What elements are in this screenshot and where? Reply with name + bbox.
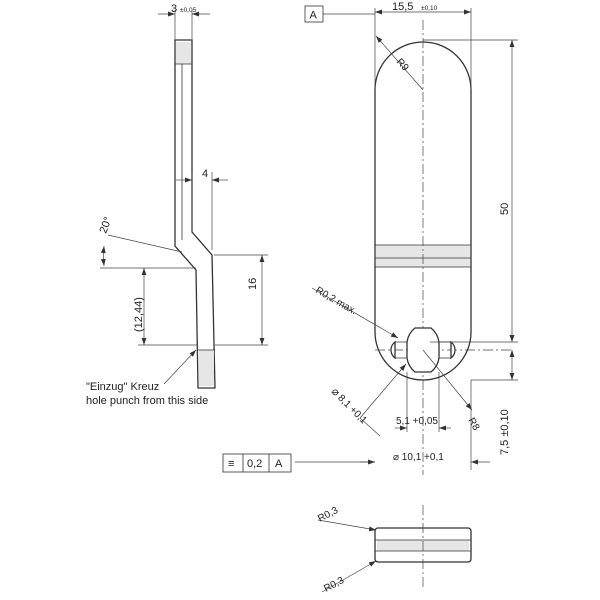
note-line-1: "Einzug" Kreuz xyxy=(86,381,159,393)
hole-diameter-label: 8,1 +0,1 xyxy=(335,393,369,427)
radius-bottom-label: R8 xyxy=(465,416,481,433)
tolerance-datum-label: A xyxy=(275,458,283,470)
slot-width-label: 5,1 +0,05 xyxy=(396,416,438,427)
length-label: 50 xyxy=(499,203,511,215)
radius-leader xyxy=(375,35,424,91)
tolerance-frame-box xyxy=(222,453,292,473)
radius-leader xyxy=(321,560,377,593)
outer-diameter-label: ⌀ 10,1 +0,1 xyxy=(393,452,444,463)
offset-label: 4 xyxy=(202,168,208,180)
width-label: 15,5 xyxy=(392,1,413,13)
position-label: 7,5 ±0,10 xyxy=(499,409,511,455)
note-leader xyxy=(163,349,197,385)
extension-line xyxy=(107,234,183,253)
cross-hole-slot-edges xyxy=(395,341,451,359)
side-view-outline xyxy=(174,39,216,389)
note-line-2: hole punch from this side xyxy=(86,395,208,407)
end-view: R0,3 R0,3 xyxy=(316,505,472,595)
height-label: 16 xyxy=(247,278,259,290)
corner-radius-leader xyxy=(311,287,399,339)
hole-diameter-leader xyxy=(359,417,381,437)
front-view-outline xyxy=(374,41,472,381)
side-view: 3 ±0,05 4 20° (12,44) 16 "Einzug" Kreuz … xyxy=(86,3,268,407)
thickness-label: 3 xyxy=(171,3,177,15)
hole-diameter-group: ⌀ 8,1 +0,1 xyxy=(329,386,369,427)
cross-hole-left-lobe xyxy=(390,340,396,360)
tolerance-value-label: 0,2 xyxy=(247,458,262,470)
symmetry-icon: ≡ xyxy=(228,458,234,470)
thickness-tolerance-label: ±0,05 xyxy=(180,7,197,14)
front-view: A 15,5 ±0,10 R9 50 7,5 ±0,10 R0,2 max. ⌀… xyxy=(295,1,518,475)
cross-hole-right-lobe xyxy=(450,340,456,360)
radius-leader xyxy=(317,519,377,532)
end-view-radius-bottom-label: R0,3 xyxy=(322,575,346,595)
width-tolerance-label: ±0,10 xyxy=(421,5,438,12)
height-paren-label: (12,44) xyxy=(133,297,145,332)
angle-label: 20° xyxy=(98,215,115,235)
angle-arc xyxy=(100,245,106,267)
tolerance-frame: ≡ 0,2 A xyxy=(222,453,292,473)
side-view-bottom-shade xyxy=(199,350,214,386)
corner-radius-label: R0,2 max. xyxy=(314,285,359,317)
side-view-top-shade xyxy=(176,42,191,64)
datum-a-label: A xyxy=(310,10,318,22)
radius-bottom-leader xyxy=(422,349,473,411)
hole-diameter-leader xyxy=(359,363,407,419)
